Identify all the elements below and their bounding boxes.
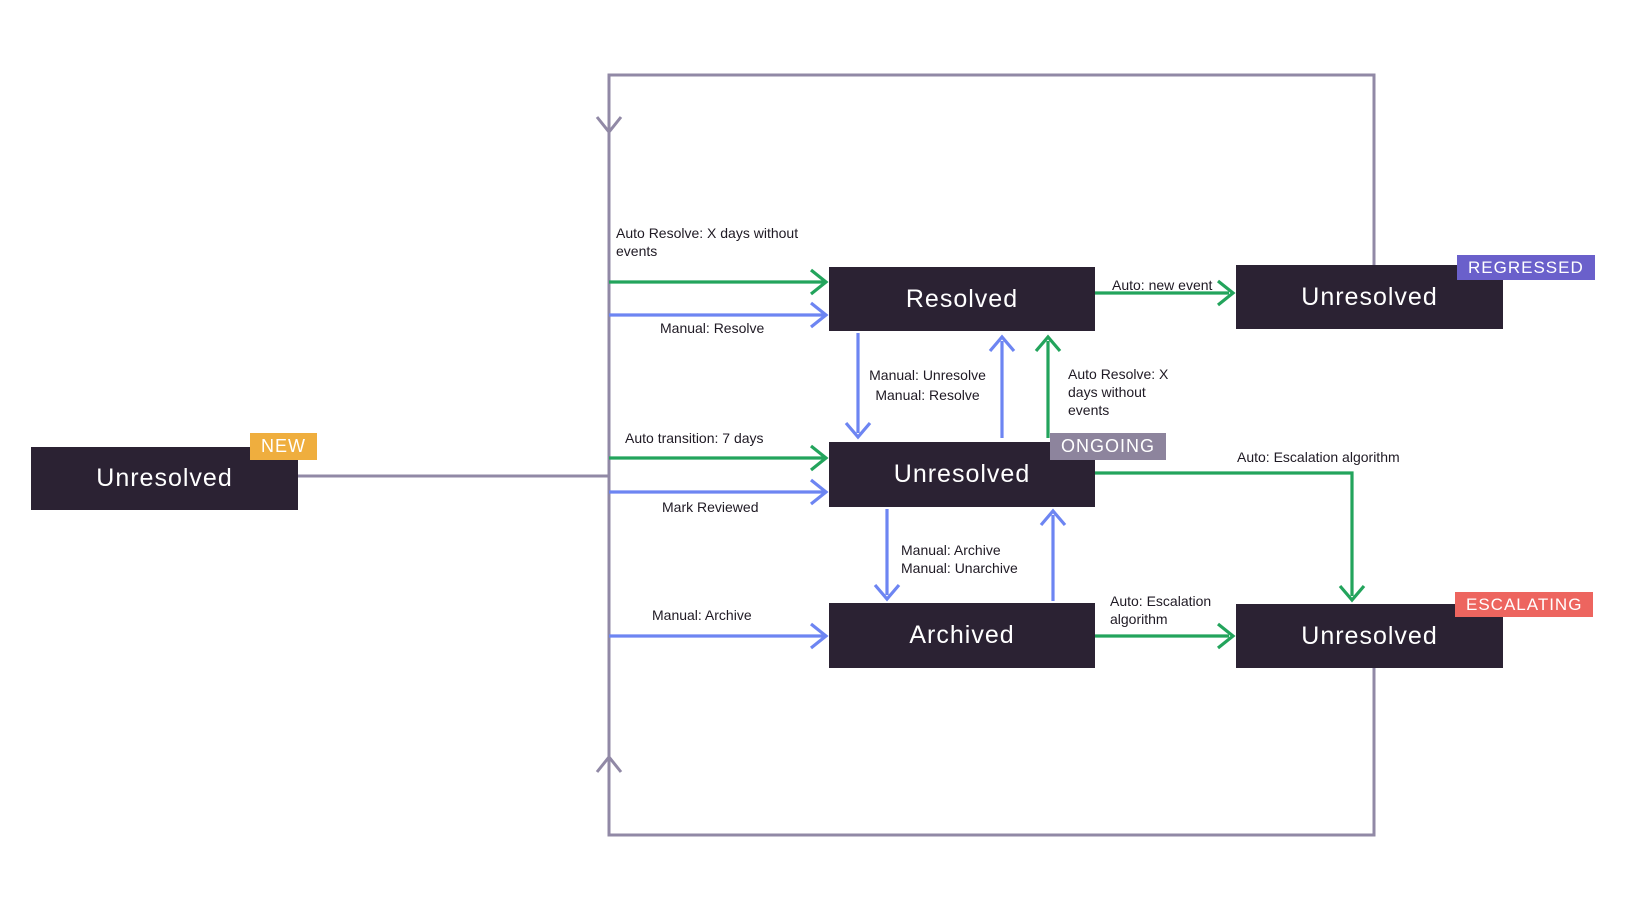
transition-label-manual-archive-new: Manual: Archive (652, 607, 752, 623)
transition-label-manual-archive-ongoing: Manual: Archive (901, 542, 1001, 558)
state-box-unresolved-escalating: Unresolved (1236, 604, 1503, 668)
transition-label-manual-unarchive: Manual: Unarchive (901, 560, 1018, 576)
transition-label-group-resolve: Manual: Unresolve Manual: Resolve (855, 365, 1000, 405)
state-box-archived: Archived (829, 603, 1095, 668)
status-badge-ongoing: ONGOING (1050, 433, 1167, 460)
transition-label-auto-escalation-archived: Auto: Escalation algorithm (1110, 593, 1212, 627)
state-box-unresolved-ongoing: Unresolved (829, 442, 1095, 507)
arrow-manual-unarchive (1039, 508, 1067, 601)
status-badge-escalating: ESCALATING (1455, 592, 1594, 617)
transition-label-auto-new-event: Auto: new event (1112, 277, 1213, 293)
arrow-auto-new-event (1095, 279, 1236, 307)
arrow-auto-transition (609, 444, 829, 472)
arrow-manual-archive-ongoing (873, 509, 901, 602)
transition-label-auto-transition: Auto transition: 7 days (625, 430, 764, 446)
arrow-mark-reviewed (609, 478, 829, 506)
arrow-manual-archive-new (609, 622, 829, 650)
transition-label-group-archive: Manual: Archive Manual: Unarchive (901, 541, 1061, 577)
loop-chevron-up-icon (595, 754, 623, 773)
status-badge-new: NEW (250, 433, 317, 460)
arrow-manual-resolve-new (609, 301, 829, 329)
arrow-auto-escalation-ongoing (1095, 471, 1366, 603)
status-badge-regressed: REGRESSED (1457, 255, 1595, 280)
state-box-resolved: Resolved (829, 267, 1095, 331)
state-label: Resolved (905, 284, 1019, 313)
transition-label-auto-escalation-ongoing: Auto: Escalation algorithm (1237, 449, 1400, 465)
transition-label-auto-resolve-ongoing: Auto Resolve: X days without events (1068, 366, 1169, 418)
transition-label-auto-resolve-new: Auto Resolve: X days without events (616, 225, 799, 259)
state-label: Unresolved (96, 464, 233, 492)
loop-arrow-regressed-escalating (595, 73, 1376, 837)
arrow-manual-resolve-ongoing (988, 334, 1016, 438)
transition-label-mark-reviewed: Mark Reviewed (662, 499, 759, 515)
arrow-manual-unresolve (844, 333, 872, 440)
arrow-auto-resolve-ongoing (1034, 334, 1062, 438)
arrow-auto-resolve-new (609, 268, 829, 296)
state-label: Archived (909, 621, 1015, 649)
state-label: Unresolved (1301, 282, 1438, 311)
state-label: Unresolved (893, 460, 1031, 488)
transition-label-manual-resolve-new: Manual: Resolve (660, 320, 765, 336)
state-label: Unresolved (1301, 621, 1438, 650)
transition-label-manual-unresolve: Manual: Unresolve (869, 367, 986, 383)
arrow-auto-escalation-archived (1095, 622, 1236, 650)
transition-label-manual-resolve-ongoing: Manual: Resolve (875, 387, 980, 403)
loop-chevron-down-icon (595, 116, 623, 135)
